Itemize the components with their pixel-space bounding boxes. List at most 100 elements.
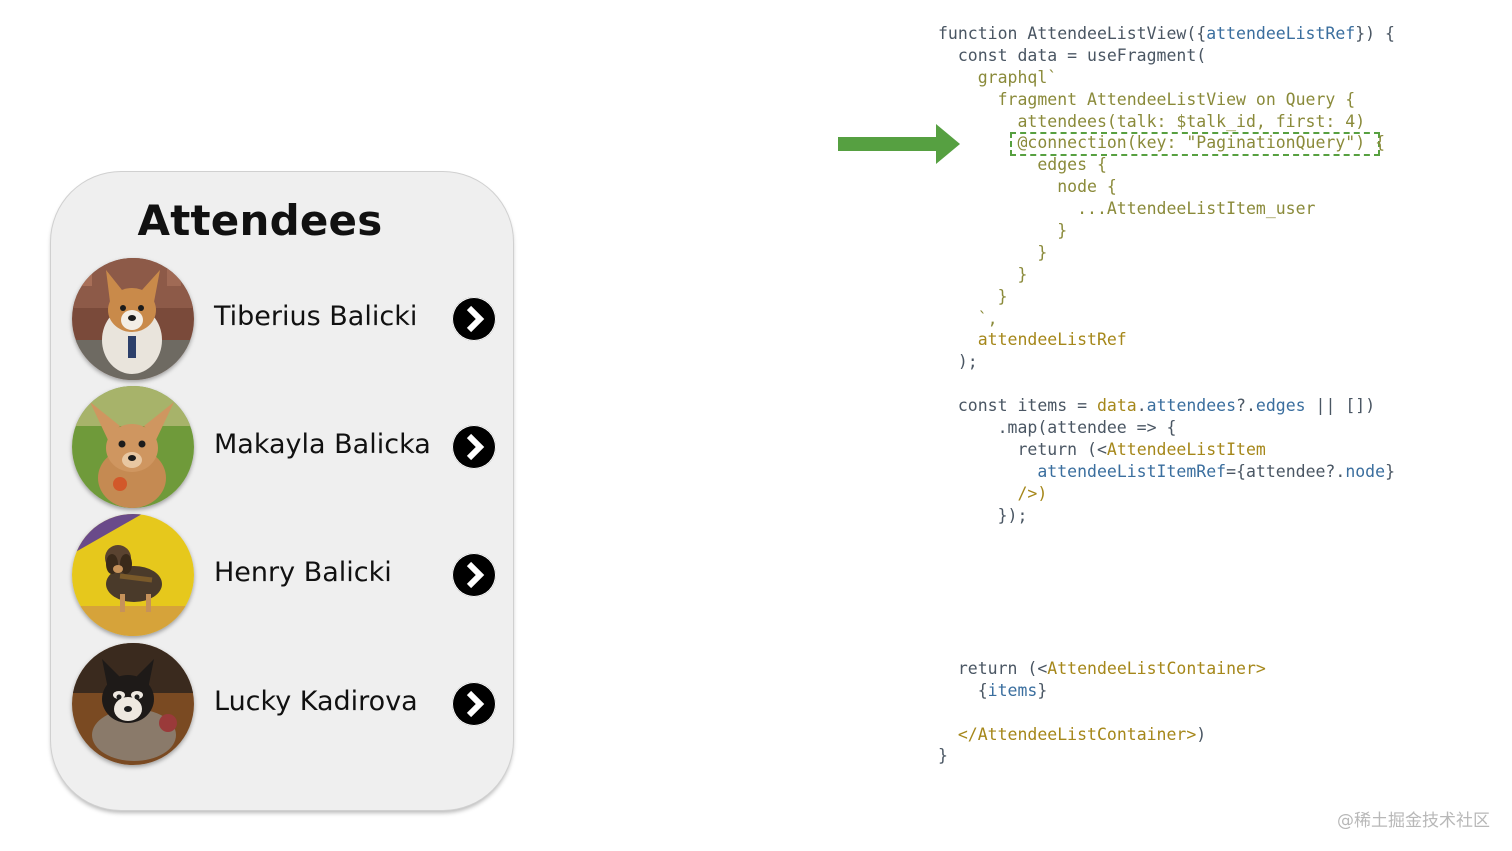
code-token: }: [938, 746, 948, 766]
code-line: `,: [938, 308, 1395, 330]
code-token: />): [938, 483, 1048, 503]
code-token: return (<: [938, 658, 1048, 678]
code-line: );: [938, 351, 1395, 373]
code-line: .map(attendee => {: [938, 417, 1395, 439]
code-line: const data = useFragment(: [938, 45, 1395, 67]
watermark: @稀土掘金技术社区: [1337, 811, 1490, 831]
code-token: {: [938, 680, 988, 700]
code-token: }: [938, 242, 1048, 262]
beagle-photo-icon: [72, 514, 194, 636]
code-token: }: [1385, 461, 1395, 481]
code-line: </AttendeeListContainer>): [938, 724, 1395, 746]
code-line: const items = data.attendees?.edges || […: [938, 395, 1395, 417]
code-token: attendeeListItemRef: [1037, 461, 1227, 481]
code-line: />): [938, 483, 1395, 505]
code-token: const data = useFragment(: [938, 45, 1207, 65]
code-token: [938, 462, 1037, 481]
code-line: [938, 592, 1395, 614]
arrow-right-icon: [838, 124, 960, 164]
code-line: [938, 373, 1395, 395]
code-token: []): [1345, 396, 1376, 416]
code-token: ): [1196, 724, 1207, 744]
code-line: }: [938, 286, 1395, 308]
code-line: }: [938, 745, 1395, 767]
code-token: function AttendeeListView({: [938, 24, 1207, 43]
avatar: [72, 514, 194, 636]
code-line: attendees(talk: $talk_id, first: 4): [938, 111, 1395, 133]
code-token: </: [938, 724, 978, 744]
connection-highlight: [1010, 132, 1380, 156]
code-line: });: [938, 505, 1395, 527]
code-token: ={attendee?.: [1226, 461, 1346, 481]
page-title: Attendees: [137, 196, 383, 245]
code-token: `,: [938, 308, 998, 328]
code-line: function AttendeeListView({attendeeListR…: [938, 23, 1395, 45]
code-token: AttendeeListContainer>: [1047, 658, 1266, 678]
code-line: attendeeListItemRef={attendee?.node}: [938, 461, 1395, 483]
code-line: ...AttendeeListItem_user: [938, 198, 1395, 220]
code-line: [938, 702, 1395, 724]
avatar: [72, 386, 194, 508]
code-line: return (<AttendeeListItem: [938, 439, 1395, 461]
code-token: }) {: [1355, 24, 1395, 43]
code-token: ...AttendeeListItem_user: [938, 199, 1316, 219]
code-line: [938, 526, 1395, 548]
husky-puppy-photo-icon: [72, 643, 194, 765]
code-token: attendees(talk: $talk_id, first: 4): [938, 111, 1366, 131]
list-item[interactable]: Makayla Balicka: [72, 386, 496, 508]
code-line: fragment AttendeeListView on Query {: [938, 89, 1395, 111]
attendee-name: Henry Balicki: [214, 557, 392, 588]
code-token: );: [938, 352, 978, 372]
code-token: }: [938, 221, 1068, 241]
code-line: [938, 636, 1395, 658]
corgi-photo-icon: [72, 258, 194, 380]
code-token: });: [938, 505, 1028, 525]
chevron-right-circle-icon[interactable]: [452, 682, 496, 726]
code-line: @connection(key: "PaginationQuery") {: [938, 132, 1395, 154]
code-token: graphql`: [938, 67, 1058, 87]
code-token: attendees: [1146, 396, 1237, 416]
code-token: ?.: [1236, 396, 1256, 416]
code-line: return (<AttendeeListContainer>: [938, 658, 1395, 680]
attendee-name: Makayla Balicka: [214, 429, 431, 460]
attendee-name: Tiberius Balicki: [214, 301, 418, 332]
code-line: edges {: [938, 154, 1395, 176]
chevron-right-circle-icon[interactable]: [452, 553, 496, 597]
code-token: edges: [1255, 396, 1306, 416]
code-token: }: [938, 264, 1028, 284]
attendee-name: Lucky Kadirova: [214, 686, 418, 717]
code-token: items: [987, 680, 1038, 700]
code-token: @connection(key: "PaginationQuery") {: [938, 133, 1386, 153]
code-block: function AttendeeListView({attendeeListR…: [938, 23, 1395, 767]
attendee-list: Tiberius Balicki: [51, 172, 513, 810]
code-line: }: [938, 264, 1395, 286]
attendees-card: Attendees: [51, 172, 513, 810]
code-token: data: [1096, 396, 1137, 416]
code-line: node {: [938, 176, 1395, 198]
code-line: attendeeListRef: [938, 329, 1395, 351]
chevron-right-circle-icon[interactable]: [452, 297, 496, 341]
code-token: return (<: [938, 439, 1107, 459]
code-token: }: [938, 286, 1008, 306]
chihuahua-photo-icon: [72, 386, 194, 508]
code-line: {items}: [938, 680, 1395, 702]
list-item[interactable]: Henry Balicki: [72, 514, 496, 636]
code-token: fragment AttendeeListView on Query {: [938, 89, 1356, 109]
chevron-right-circle-icon[interactable]: [452, 425, 496, 469]
code-token: AttendeeListContainer>: [977, 724, 1197, 744]
code-line: [938, 570, 1395, 592]
code-token: }: [1037, 680, 1048, 700]
code-token: AttendeeListItem: [1106, 439, 1266, 459]
avatar: [72, 643, 194, 765]
code-token: node: [1345, 461, 1386, 481]
code-token: attendeeListRef: [938, 330, 1127, 350]
code-token: ||: [1305, 396, 1346, 416]
avatar: [72, 258, 194, 380]
list-item[interactable]: Lucky Kadirova: [72, 643, 496, 765]
code-token: attendeeListRef: [1206, 24, 1356, 43]
code-token: node {: [938, 177, 1117, 197]
list-item[interactable]: Tiberius Balicki: [72, 258, 496, 380]
code-line: graphql`: [938, 67, 1395, 89]
code-token: .map(attendee => {: [938, 418, 1177, 438]
code-token: const items =: [938, 396, 1097, 416]
